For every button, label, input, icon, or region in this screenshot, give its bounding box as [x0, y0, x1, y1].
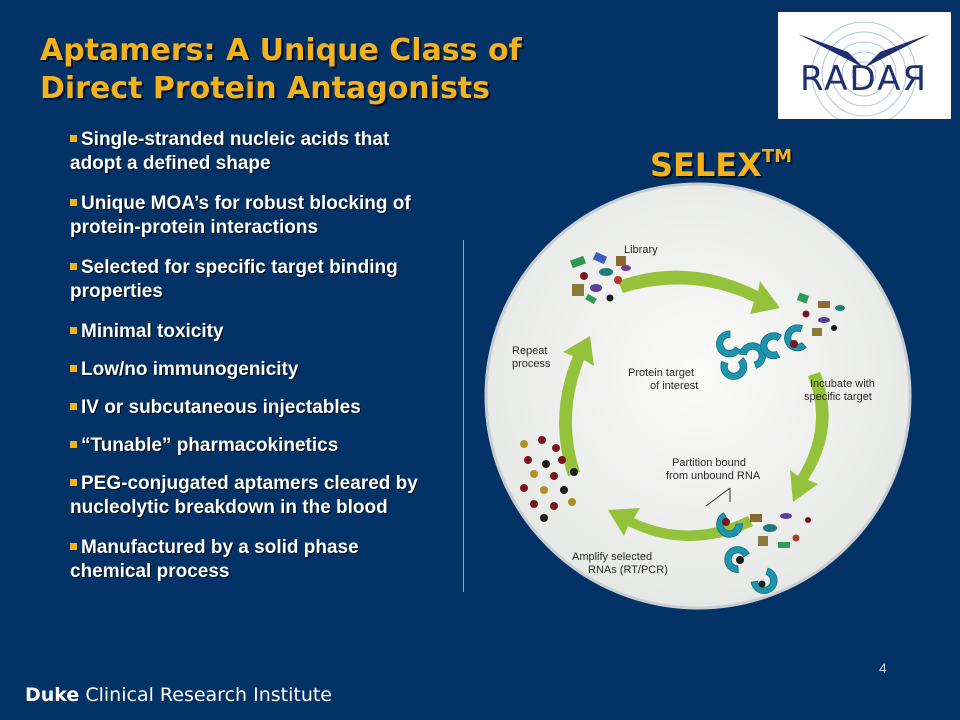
column-divider: [463, 240, 464, 592]
rna-partition-cluster: [711, 506, 811, 596]
diagram-label-library: Library: [624, 244, 658, 256]
footer-bold-text: Duke: [25, 684, 80, 706]
bullet-square-icon: [70, 479, 77, 486]
rna-library-cluster: [570, 251, 631, 305]
bullet-text: Minimal toxicity: [81, 321, 224, 342]
bullet-square-icon: [70, 543, 77, 550]
bullet-square-icon: [70, 199, 77, 206]
footer-rest-text: Clinical Research Institute: [79, 684, 332, 706]
page-number: 4: [879, 660, 887, 676]
bullet-text: Single-stranded nucleic acids that adopt…: [70, 129, 390, 174]
bullet-square-icon: [70, 365, 77, 372]
slide-title-line-2: Direct Protein Antagonists: [40, 71, 490, 106]
bullet-text: Manufactured by a solid phase chemical p…: [70, 537, 359, 582]
bullet-item: IV or subcutaneous injectables: [70, 396, 442, 420]
bullet-text: IV or subcutaneous injectables: [81, 397, 361, 418]
bullet-item: PEG-conjugated aptamers cleared by nucle…: [70, 472, 442, 520]
bullet-text: Unique MOA’s for robust blocking of prot…: [70, 193, 411, 238]
bullet-item: Manufactured by a solid phase chemical p…: [70, 536, 442, 584]
rna-incubation-cluster: [796, 292, 845, 336]
bullet-square-icon: [70, 327, 77, 334]
footer-institution: Duke Clinical Research Institute: [25, 684, 332, 706]
bullet-text: PEG-conjugated aptamers cleared by nucle…: [70, 473, 418, 518]
bullet-square-icon: [70, 403, 77, 410]
radar-logo: RADAЯ: [778, 12, 951, 127]
bullet-item: Selected for specific target binding pro…: [70, 256, 442, 304]
bullet-square-icon: [70, 263, 77, 270]
selex-label: SELEX: [650, 146, 762, 184]
selex-heading: SELEXTM: [650, 146, 792, 184]
bullet-text: Selected for specific target binding pro…: [70, 257, 398, 302]
bullet-text: “Tunable” pharmacokinetics: [81, 435, 339, 456]
slide-title-line-1: Aptamers: A Unique Class of: [40, 33, 522, 68]
rna-molecule-icon: [520, 436, 578, 522]
bullet-item: Minimal toxicity: [70, 320, 442, 344]
radar-logo-icon: RADAЯ: [798, 21, 930, 127]
radar-logo-text: RADAЯ: [800, 59, 928, 99]
bullet-item: Single-stranded nucleic acids that adopt…: [70, 128, 442, 176]
bullet-list: Single-stranded nucleic acids that adopt…: [70, 128, 442, 600]
cycle-arrow-icon: [559, 270, 829, 541]
bullet-item: “Tunable” pharmacokinetics: [70, 434, 442, 458]
bullet-square-icon: [70, 135, 77, 142]
bullet-item: Low/no immunogenicity: [70, 358, 442, 382]
bullet-square-icon: [70, 441, 77, 448]
slide-title: Aptamers: A Unique Class of Direct Prote…: [40, 32, 600, 108]
bullet-text: Low/no immunogenicity: [81, 359, 299, 380]
bullet-item: Unique MOA’s for robust blocking of prot…: [70, 192, 442, 240]
partition-arrow-icon: [705, 487, 731, 507]
selex-trademark: TM: [761, 146, 793, 168]
